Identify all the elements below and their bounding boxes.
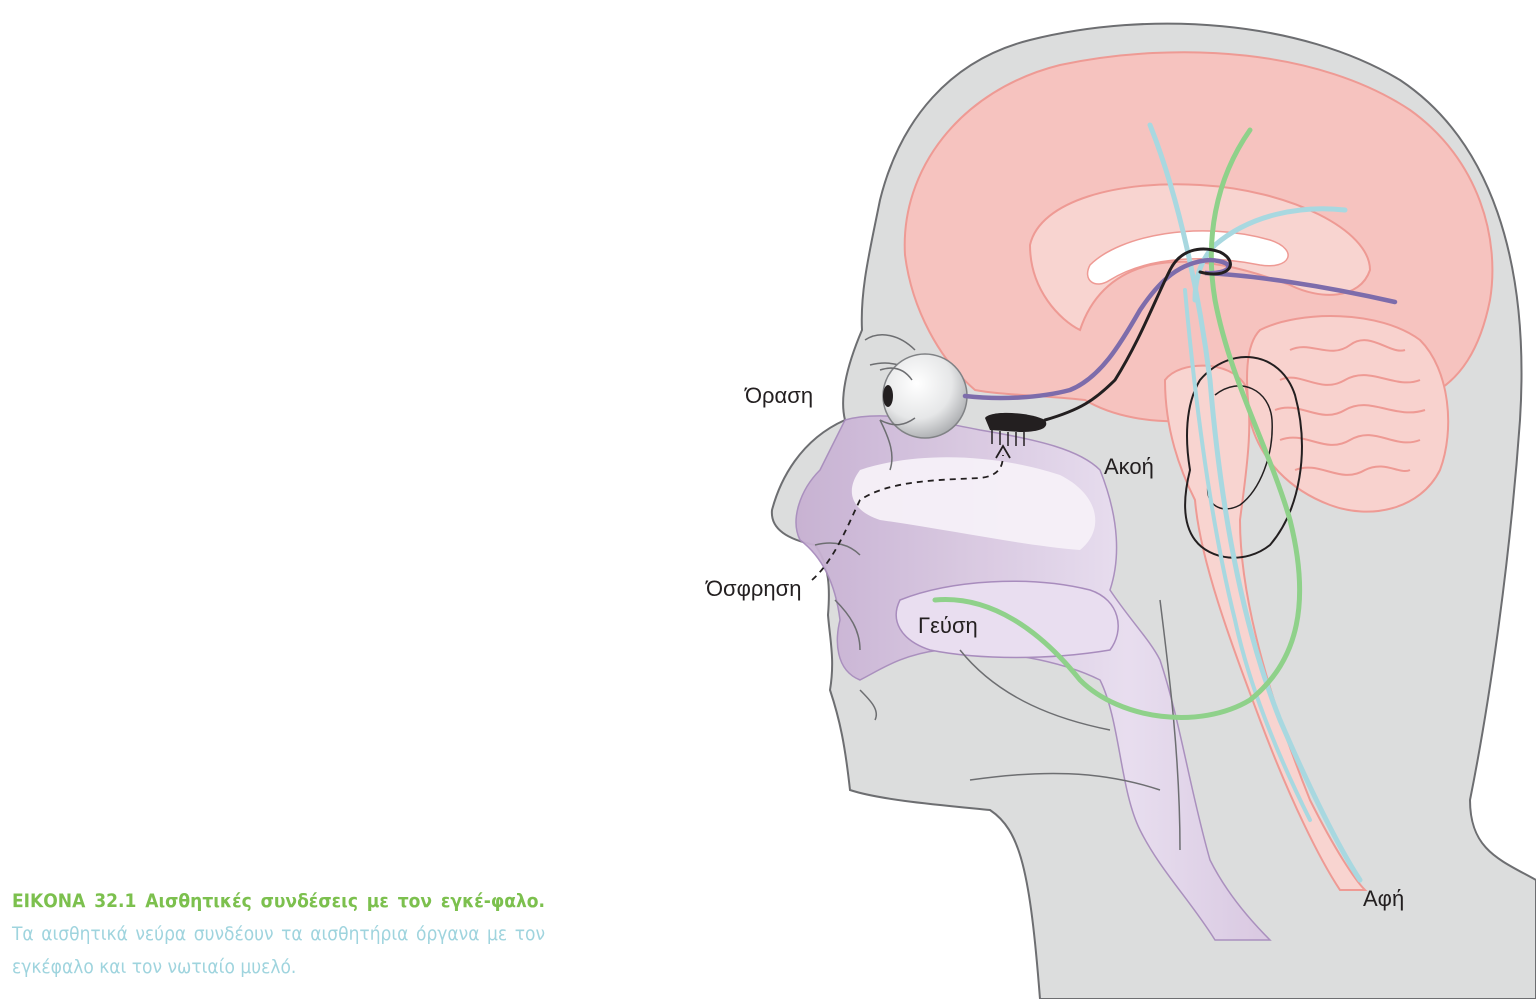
- olfactory-receptors: [991, 430, 1025, 446]
- eyelid: [879, 367, 916, 426]
- taste-nerve: [932, 127, 1303, 720]
- touch-nerve-branch-2: [1183, 288, 1312, 822]
- caption-title: ΕΙΚΟΝΑ 32.1 Αισθητικές συνδέσεις με τον …: [12, 890, 545, 912]
- smell-airflow-path: [811, 454, 1004, 581]
- cerebellum-folds: [1274, 339, 1426, 476]
- label-touch: Αφή: [1363, 886, 1405, 911]
- touch-nerve-branch: [1192, 206, 1348, 303]
- touch-nerve: [1147, 122, 1363, 883]
- pupil: [883, 385, 893, 407]
- vision-nerve: [962, 257, 1398, 401]
- olfactory-nerve: [1043, 247, 1232, 422]
- label-vision: Όραση: [745, 383, 814, 408]
- brainstem-spinal-cord: [1163, 364, 1368, 891]
- olfactory-bulb: [985, 412, 1047, 432]
- figure-caption: ΕΙΚΟΝΑ 32.1 Αισθητικές συνδέσεις με τον …: [12, 885, 545, 984]
- nasal-passage-highlight: [851, 457, 1096, 550]
- smell-arrow-head: [995, 444, 1011, 459]
- nasal-oral-cavity: [795, 415, 1272, 941]
- caption-body: Τα αισθητικά νεύρα συνδέουν τα αισθητήρι…: [12, 923, 545, 978]
- label-taste: Γεύση: [918, 613, 978, 638]
- ear: [1184, 356, 1303, 559]
- label-hearing: Ακοή: [1104, 454, 1154, 479]
- label-smell: Όσφρηση: [706, 576, 802, 601]
- facial-lines: [814, 334, 1181, 851]
